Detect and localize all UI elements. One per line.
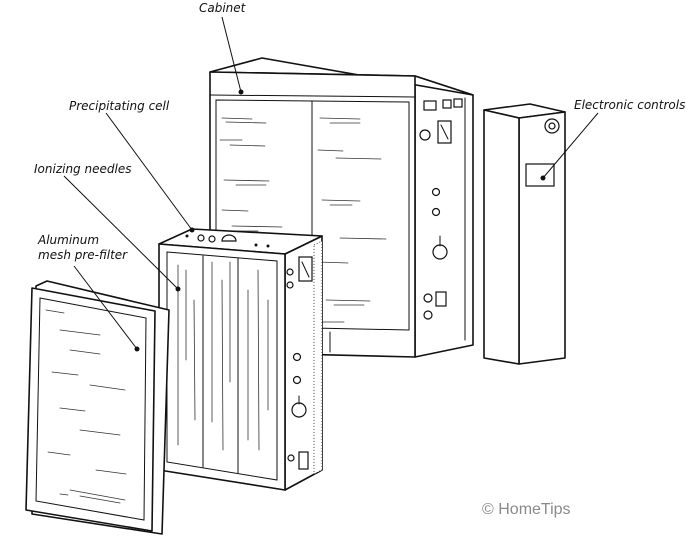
label-electronic-controls: Electronic controls <box>574 98 686 112</box>
leader-lines <box>63 16 599 352</box>
label-ionizing-needles: Ionizing needles <box>34 162 132 176</box>
label-prefilter-line2: mesh pre-filter <box>38 248 128 262</box>
label-prefilter-line1: Aluminum <box>38 233 100 247</box>
aluminum-mesh-prefilter <box>25 280 170 535</box>
label-precipitating-cell: Precipitating cell <box>69 99 170 113</box>
precipitating-cell <box>158 228 323 491</box>
electronic-controls-box <box>483 103 566 365</box>
hometips-watermark: © HomeTips <box>482 501 571 518</box>
label-cabinet: Cabinet <box>199 1 246 15</box>
